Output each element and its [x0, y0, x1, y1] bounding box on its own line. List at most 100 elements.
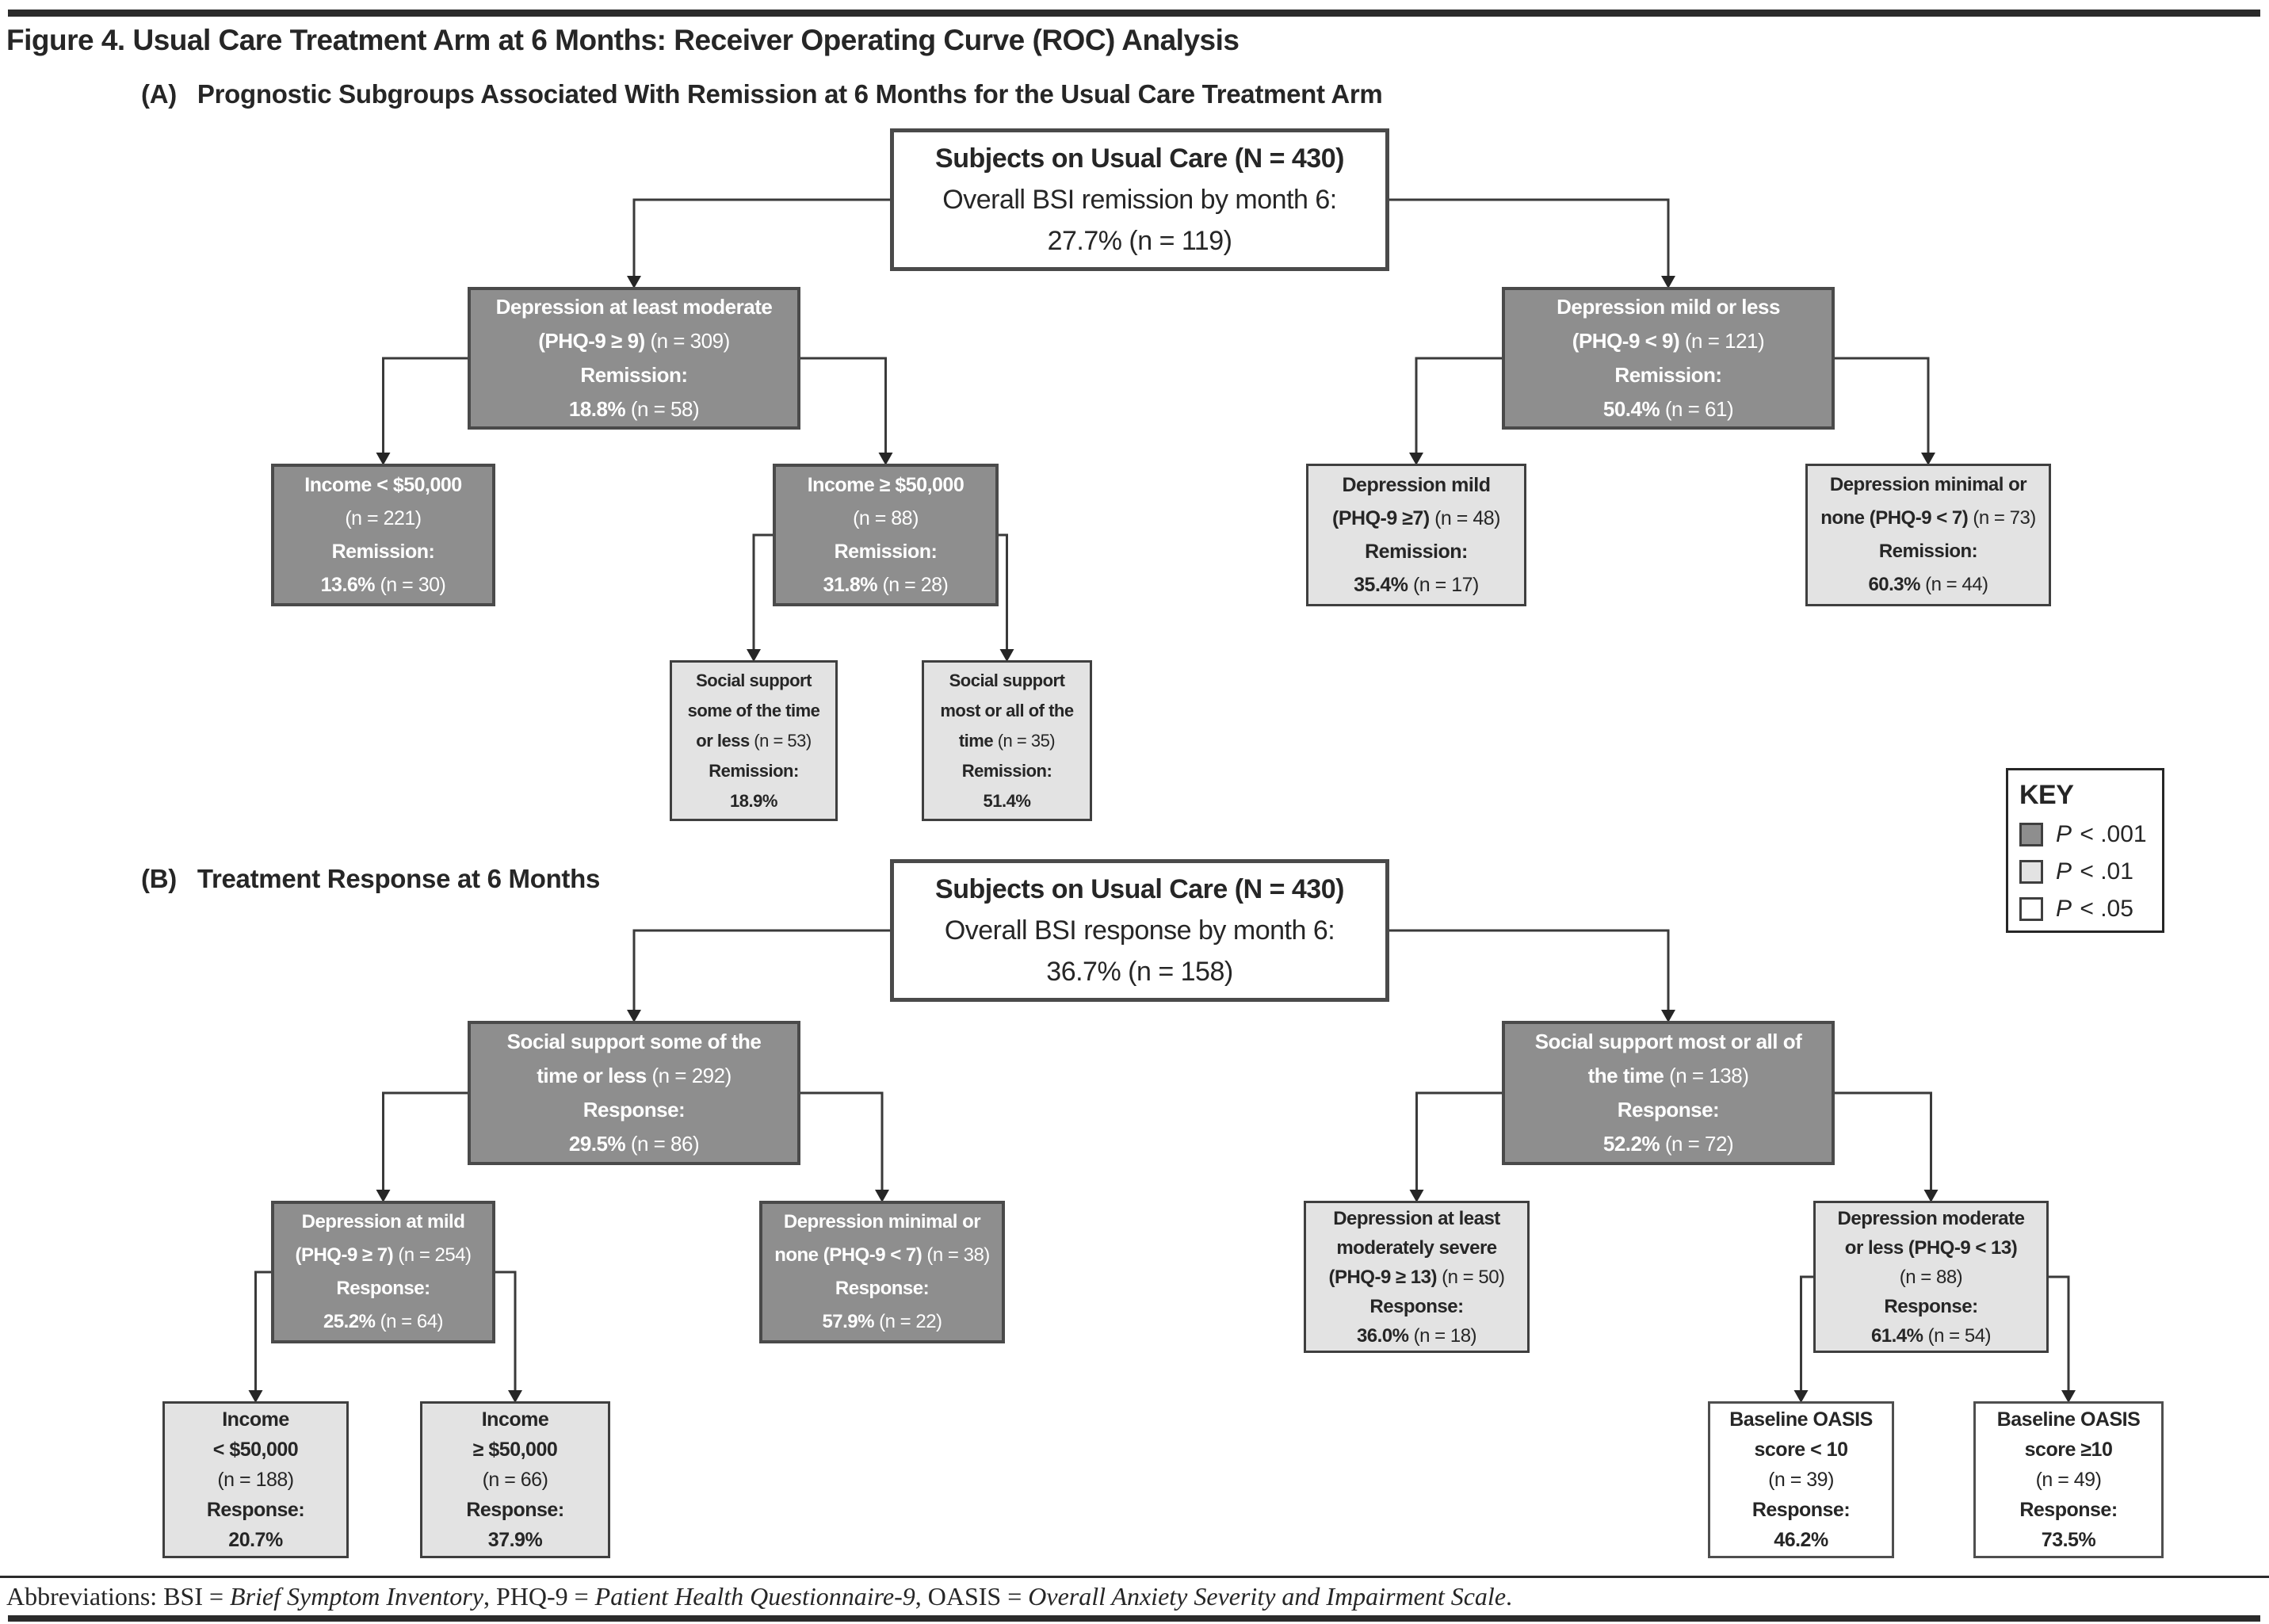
- node-text-line: (n = 88): [853, 507, 919, 529]
- node-text-line: most or all of the: [940, 700, 1074, 720]
- connector-arrowhead: [878, 453, 893, 465]
- connector-arrowhead: [376, 1190, 391, 1202]
- panel-a-heading: (A) Prognostic Subgroups Associated With…: [141, 79, 1383, 109]
- node-income-lt-50k-response: Income< $50,000(n = 188)Response:20.7%: [162, 1401, 349, 1558]
- node-depression-mild: Depression mild (PHQ-9 ≥7) (n = 48) Remiss…: [1306, 464, 1526, 606]
- node-text-line: 46.2%: [1774, 1529, 1828, 1551]
- abbreviation-expansion: Brief Symptom Inventory: [230, 1582, 483, 1611]
- node-text-line: Income: [222, 1408, 289, 1431]
- connector-line: [382, 1091, 468, 1199]
- node-text-line: (PHQ-9 ≥ 9) (n = 309): [538, 329, 730, 353]
- node-text-line: Social support some of the: [506, 1030, 762, 1053]
- node-text-line: Response:: [466, 1499, 564, 1521]
- node-text-line: 51.4%: [983, 790, 1031, 811]
- connector-arrowhead: [1923, 1190, 1939, 1202]
- node-text-line: Income < $50,000: [304, 474, 462, 496]
- legend-key: KEY P < .001 P < .01 P < .05: [2006, 768, 2164, 933]
- panel-b-heading: (B) Treatment Response at 6 Months: [141, 864, 600, 894]
- node-text-line: Overall BSI response by month 6:: [944, 915, 1335, 946]
- connector-line: [1389, 929, 1670, 1019]
- node-text-line: Baseline OASIS: [1729, 1408, 1873, 1431]
- node-text-line: Depression minimal or: [1829, 474, 2027, 495]
- node-text-line: none (PHQ-9 < 7) (n = 73): [1820, 507, 2036, 529]
- node-text-line: Social support: [696, 670, 812, 690]
- node-text-line: 61.4% (n = 54): [1870, 1324, 1992, 1347]
- node-text-line: (n = 66): [482, 1469, 548, 1491]
- node-text-line: (PHQ-9 ≥ 7) (n = 254): [295, 1244, 472, 1266]
- node-text-line: 50.4% (n = 61): [1602, 397, 1734, 421]
- node-text-line: time or less (n = 292): [537, 1064, 732, 1087]
- legend-label: P < .001: [2056, 821, 2147, 847]
- node-text-line: (n = 188): [217, 1469, 294, 1491]
- node-text-line: the time (n = 138): [1587, 1064, 1749, 1087]
- node-text-line: 13.6% (n = 30): [320, 574, 446, 596]
- node-text-line: Remission:: [834, 541, 938, 563]
- node-text-line: Remission:: [331, 541, 435, 563]
- node-depression-at-least-moderate: Depression at least moderate (PHQ-9 ≥ 9) …: [468, 287, 800, 430]
- abbreviation-expansion: Patient Health Questionnaire-9: [594, 1582, 915, 1611]
- node-text-line: 29.5% (n = 86): [568, 1132, 700, 1156]
- connector-line: [254, 1271, 271, 1400]
- abbreviation-text: , PHQ-9 =: [483, 1582, 595, 1611]
- node-text-line: some of the time: [687, 700, 820, 720]
- node-text-line: (PHQ-9 ≥7) (n = 48): [1332, 507, 1500, 529]
- connector-line: [632, 929, 890, 1019]
- node-text-line: Response:: [1751, 1499, 1851, 1521]
- node-text-line: Subjects on Usual Care (N = 430): [935, 874, 1344, 904]
- legend-title: KEY: [2019, 780, 2074, 810]
- node-text-line: none (PHQ-9 < 7) (n = 38): [774, 1244, 990, 1266]
- panel-a-label: (A): [141, 79, 177, 109]
- abbreviation-text: .: [1506, 1582, 1513, 1611]
- legend-swatch-white: [2019, 897, 2043, 921]
- legend-label: P < .01: [2056, 858, 2133, 885]
- connector-line: [382, 357, 468, 462]
- node-text-line: 35.4% (n = 17): [1354, 574, 1479, 596]
- node-depression-mild-or-less: Depression mild or less (PHQ-9 < 9) (n = …: [1502, 287, 1835, 430]
- node-text-line: score ≥10: [2024, 1439, 2113, 1461]
- connector-arrowhead: [1793, 1390, 1809, 1403]
- connector-arrowhead: [627, 1010, 641, 1022]
- panel-b-title: Treatment Response at 6 Months: [197, 864, 601, 893]
- node-text-line: ≥ $50,000: [472, 1439, 558, 1461]
- connector-line: [999, 533, 1008, 659]
- connector-arrowhead: [248, 1390, 263, 1403]
- node-text-line: Remission:: [580, 363, 688, 387]
- node-text-line: Remission:: [1365, 541, 1468, 563]
- node-text-line: (PHQ-9 < 9) (n = 121): [1572, 329, 1765, 353]
- node-text-line: Depression moderate: [1837, 1207, 2025, 1229]
- legend-item: P < .01: [2019, 858, 2149, 885]
- legend-item: P < .05: [2019, 896, 2149, 923]
- connector-line: [800, 1091, 884, 1199]
- connector-arrowhead: [747, 649, 761, 662]
- connector-arrowhead: [1921, 453, 1935, 465]
- node-text-line: Social support: [949, 670, 1065, 690]
- node-depression-minimal-or-none-remission: Depression minimal or none (PHQ-9 < 7) (n…: [1805, 464, 2051, 606]
- abbreviations-note: Abbreviations: BSI = Brief Symptom Inven…: [6, 1582, 1512, 1611]
- node-text-line: Depression at least moderate: [495, 295, 773, 319]
- node-subjects-usual-care-remission: Subjects on Usual Care (N = 430)Overall …: [890, 128, 1389, 271]
- node-text-line: Income ≥ $50,000: [807, 474, 965, 496]
- connector-line: [2049, 1275, 2070, 1400]
- node-subjects-usual-care-response: Subjects on Usual Care (N = 430) Overall …: [890, 859, 1389, 1002]
- node-text-line: Depression mild: [1342, 474, 1492, 496]
- abbreviation-expansion: Overall Anxiety Severity and Impairment …: [1028, 1582, 1507, 1611]
- node-text-line: 20.7%: [228, 1529, 283, 1551]
- node-text-line: Depression mild or less: [1557, 295, 1780, 319]
- node-text-line: 36.7% (n = 158): [1046, 957, 1233, 987]
- connector-line: [1800, 1275, 1813, 1400]
- connector-arrowhead: [508, 1390, 522, 1403]
- connector-line: [752, 533, 773, 659]
- node-text-line: 25.2% (n = 64): [323, 1311, 444, 1332]
- connector-line: [632, 198, 890, 285]
- node-text-line: Baseline OASIS: [1996, 1408, 2141, 1431]
- node-text-line: Depression minimal or: [783, 1211, 981, 1232]
- node-text-line: Depression at least: [1333, 1207, 1500, 1229]
- node-text-line: < $50,000: [212, 1439, 299, 1461]
- connector-line: [1415, 357, 1502, 462]
- legend-swatch-dark: [2019, 823, 2043, 846]
- top-rule: [8, 10, 2260, 17]
